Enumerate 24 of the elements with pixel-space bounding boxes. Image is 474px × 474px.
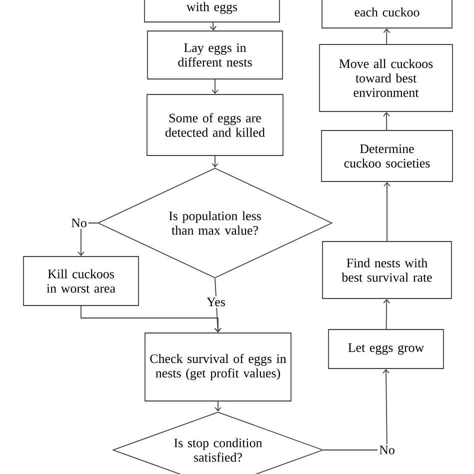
arrow xyxy=(210,22,217,31)
arrow xyxy=(383,112,390,130)
process-box: Let eggs grow xyxy=(328,329,444,369)
process-box: with eggs xyxy=(144,0,280,22)
arrow xyxy=(323,368,390,450)
process-box: Kill cuckoos in worst area xyxy=(23,256,139,306)
edge-label: No xyxy=(378,444,396,456)
process-box: Lay eggs in different nests xyxy=(147,30,283,80)
arrow xyxy=(80,306,222,333)
arrow xyxy=(214,401,222,412)
edge-label: Yes xyxy=(205,296,227,308)
process-box: each cuckoo xyxy=(322,0,452,28)
arrow xyxy=(212,79,218,94)
arrow xyxy=(212,156,218,168)
arrow xyxy=(383,298,390,330)
process-box: Check survival of eggs in nests (get profit values) xyxy=(144,332,292,402)
process-box: Find nests with best survival rate xyxy=(322,241,452,299)
process-box: Move all cuckoos toward best environment xyxy=(319,44,453,112)
arrow xyxy=(384,182,390,242)
arrow xyxy=(383,28,390,44)
arrow xyxy=(78,222,98,256)
edge-label: No xyxy=(70,217,88,229)
process-box: Determine cuckoo societies xyxy=(321,130,453,182)
process-box: Some of eggs are detected and killed xyxy=(146,94,284,156)
